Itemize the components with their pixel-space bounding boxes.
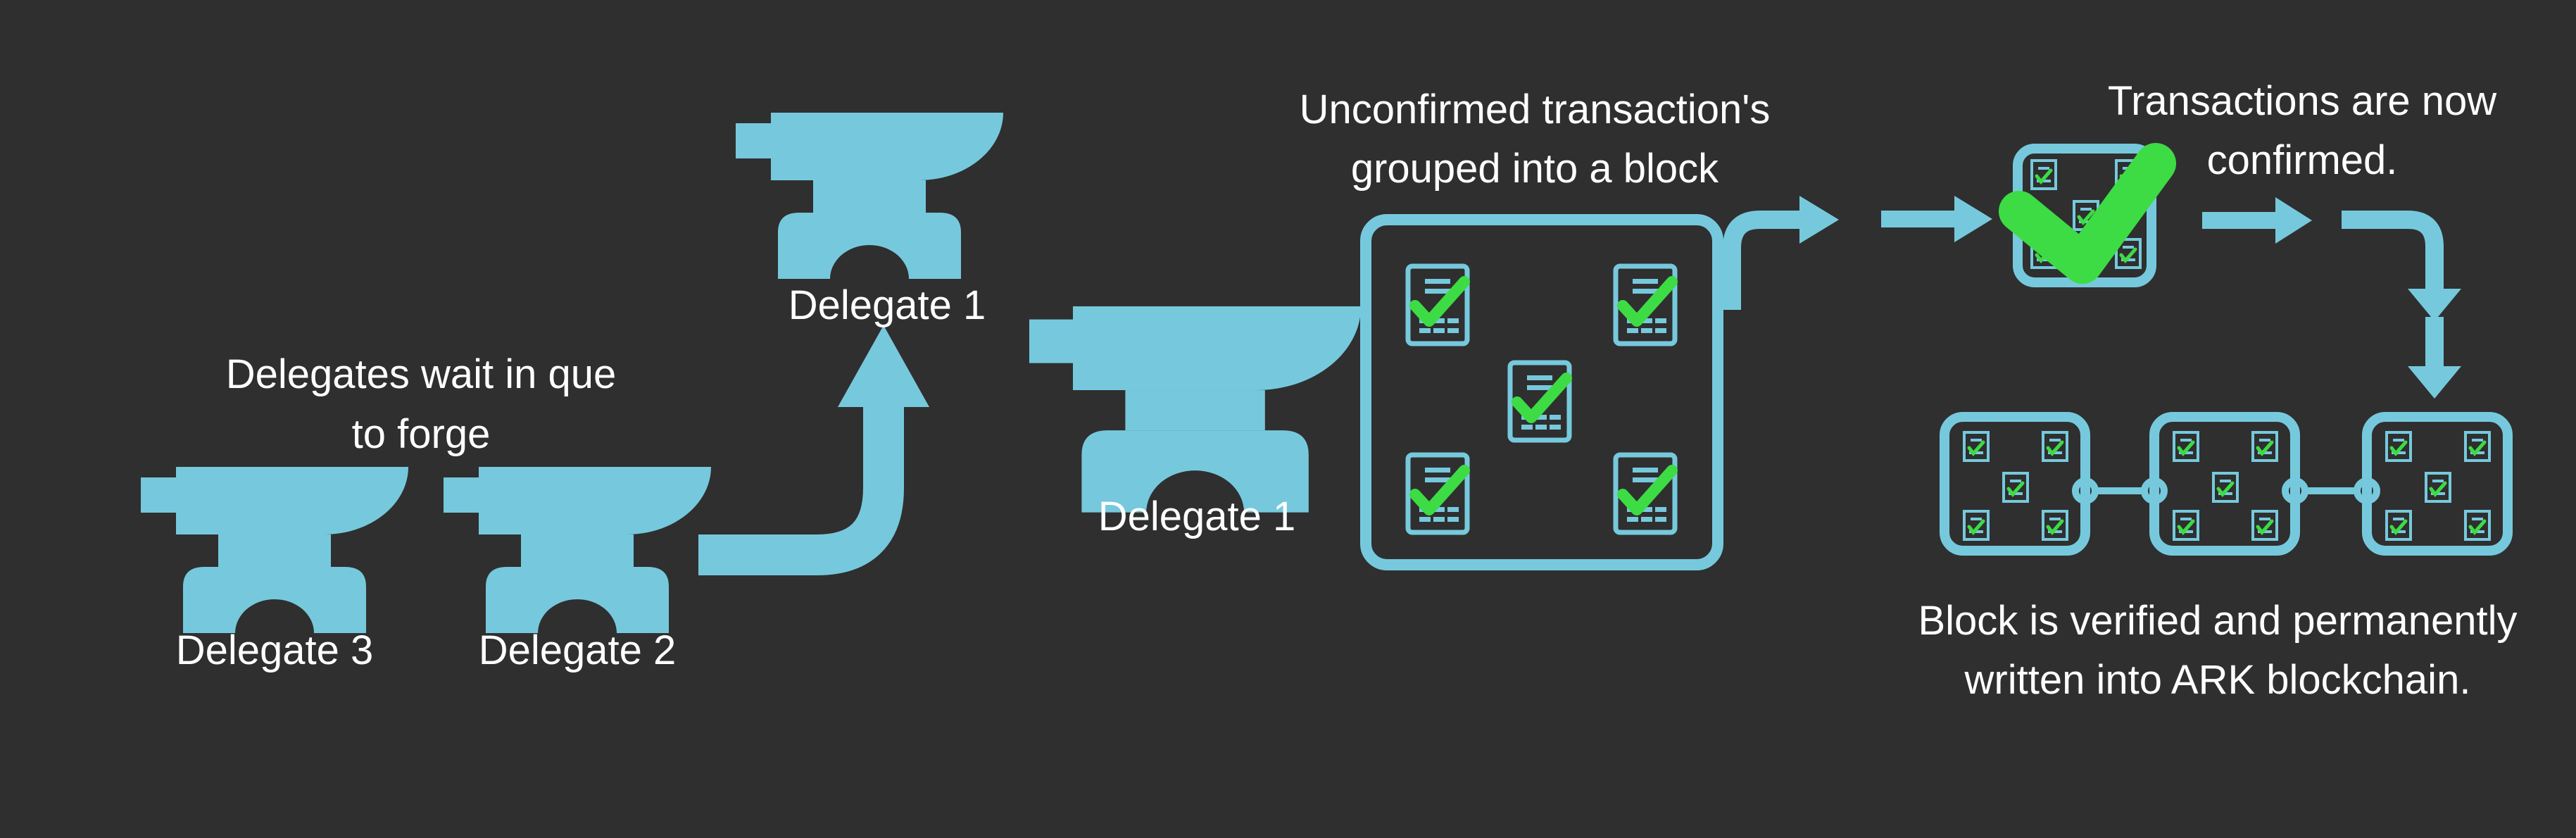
down-arrowhead-icon [2408, 366, 2461, 399]
delegate1-raised-label: Delegate 1 [788, 282, 986, 328]
transaction-doc-icon [1616, 455, 1675, 532]
confirmed-label-line2: confirmed. [2206, 137, 2398, 183]
delegate2-anvil-icon [444, 467, 711, 633]
down-arrow-mid-icon [2408, 289, 2461, 321]
chain-block-icon [2154, 417, 2295, 551]
confirm-arrowhead-icon [1954, 196, 1992, 242]
wait-queue-label-line2: to forge [351, 411, 491, 457]
transaction-block-icon [1360, 214, 1723, 570]
checkmark-icon [1999, 143, 2176, 284]
transaction-doc-icon [1408, 266, 1467, 344]
grouped-label-line1: Unconfirmed transaction's [1299, 87, 1771, 132]
delegate2-label: Delegate 2 [478, 627, 677, 673]
delegate1-raised-anvil-icon [736, 113, 1003, 279]
confirmed-label-line1: Transactions are now [2107, 78, 2497, 124]
promote-arrowhead-icon [838, 325, 929, 407]
promote-arrow-icon [698, 391, 904, 575]
chain-block-icon [1944, 417, 2085, 551]
chain-arrowhead-icon [2275, 197, 2312, 244]
grouped-label-line2: grouped into a block [1350, 146, 1719, 192]
delegate1-forging-label: Delegate 1 [1098, 494, 1296, 539]
chain-block-icon [2367, 417, 2508, 551]
delegate3-anvil-icon [141, 467, 408, 633]
delegate3-label: Delegate 3 [175, 627, 374, 673]
written-label-line1: Block is verified and permanently [1918, 598, 2518, 644]
transaction-doc-icon [1510, 363, 1569, 440]
block-out-arrow-icon [1723, 211, 1802, 310]
confirm-arrow-icon [1881, 211, 1966, 227]
written-label-line2: written into ARK blockchain. [1964, 657, 2471, 703]
wait-queue-label-line1: Delegates wait in que [225, 351, 617, 397]
transaction-doc-icon [1616, 266, 1675, 344]
delegate1-forging-anvil-icon [1029, 306, 1362, 513]
chain-arrow-icon [2202, 212, 2287, 229]
transaction-doc-icon [1408, 455, 1467, 532]
block-out-arrowhead-icon [1799, 196, 1839, 244]
down-arrow-icon [2342, 211, 2444, 310]
chain-link-icon [2072, 477, 2380, 504]
